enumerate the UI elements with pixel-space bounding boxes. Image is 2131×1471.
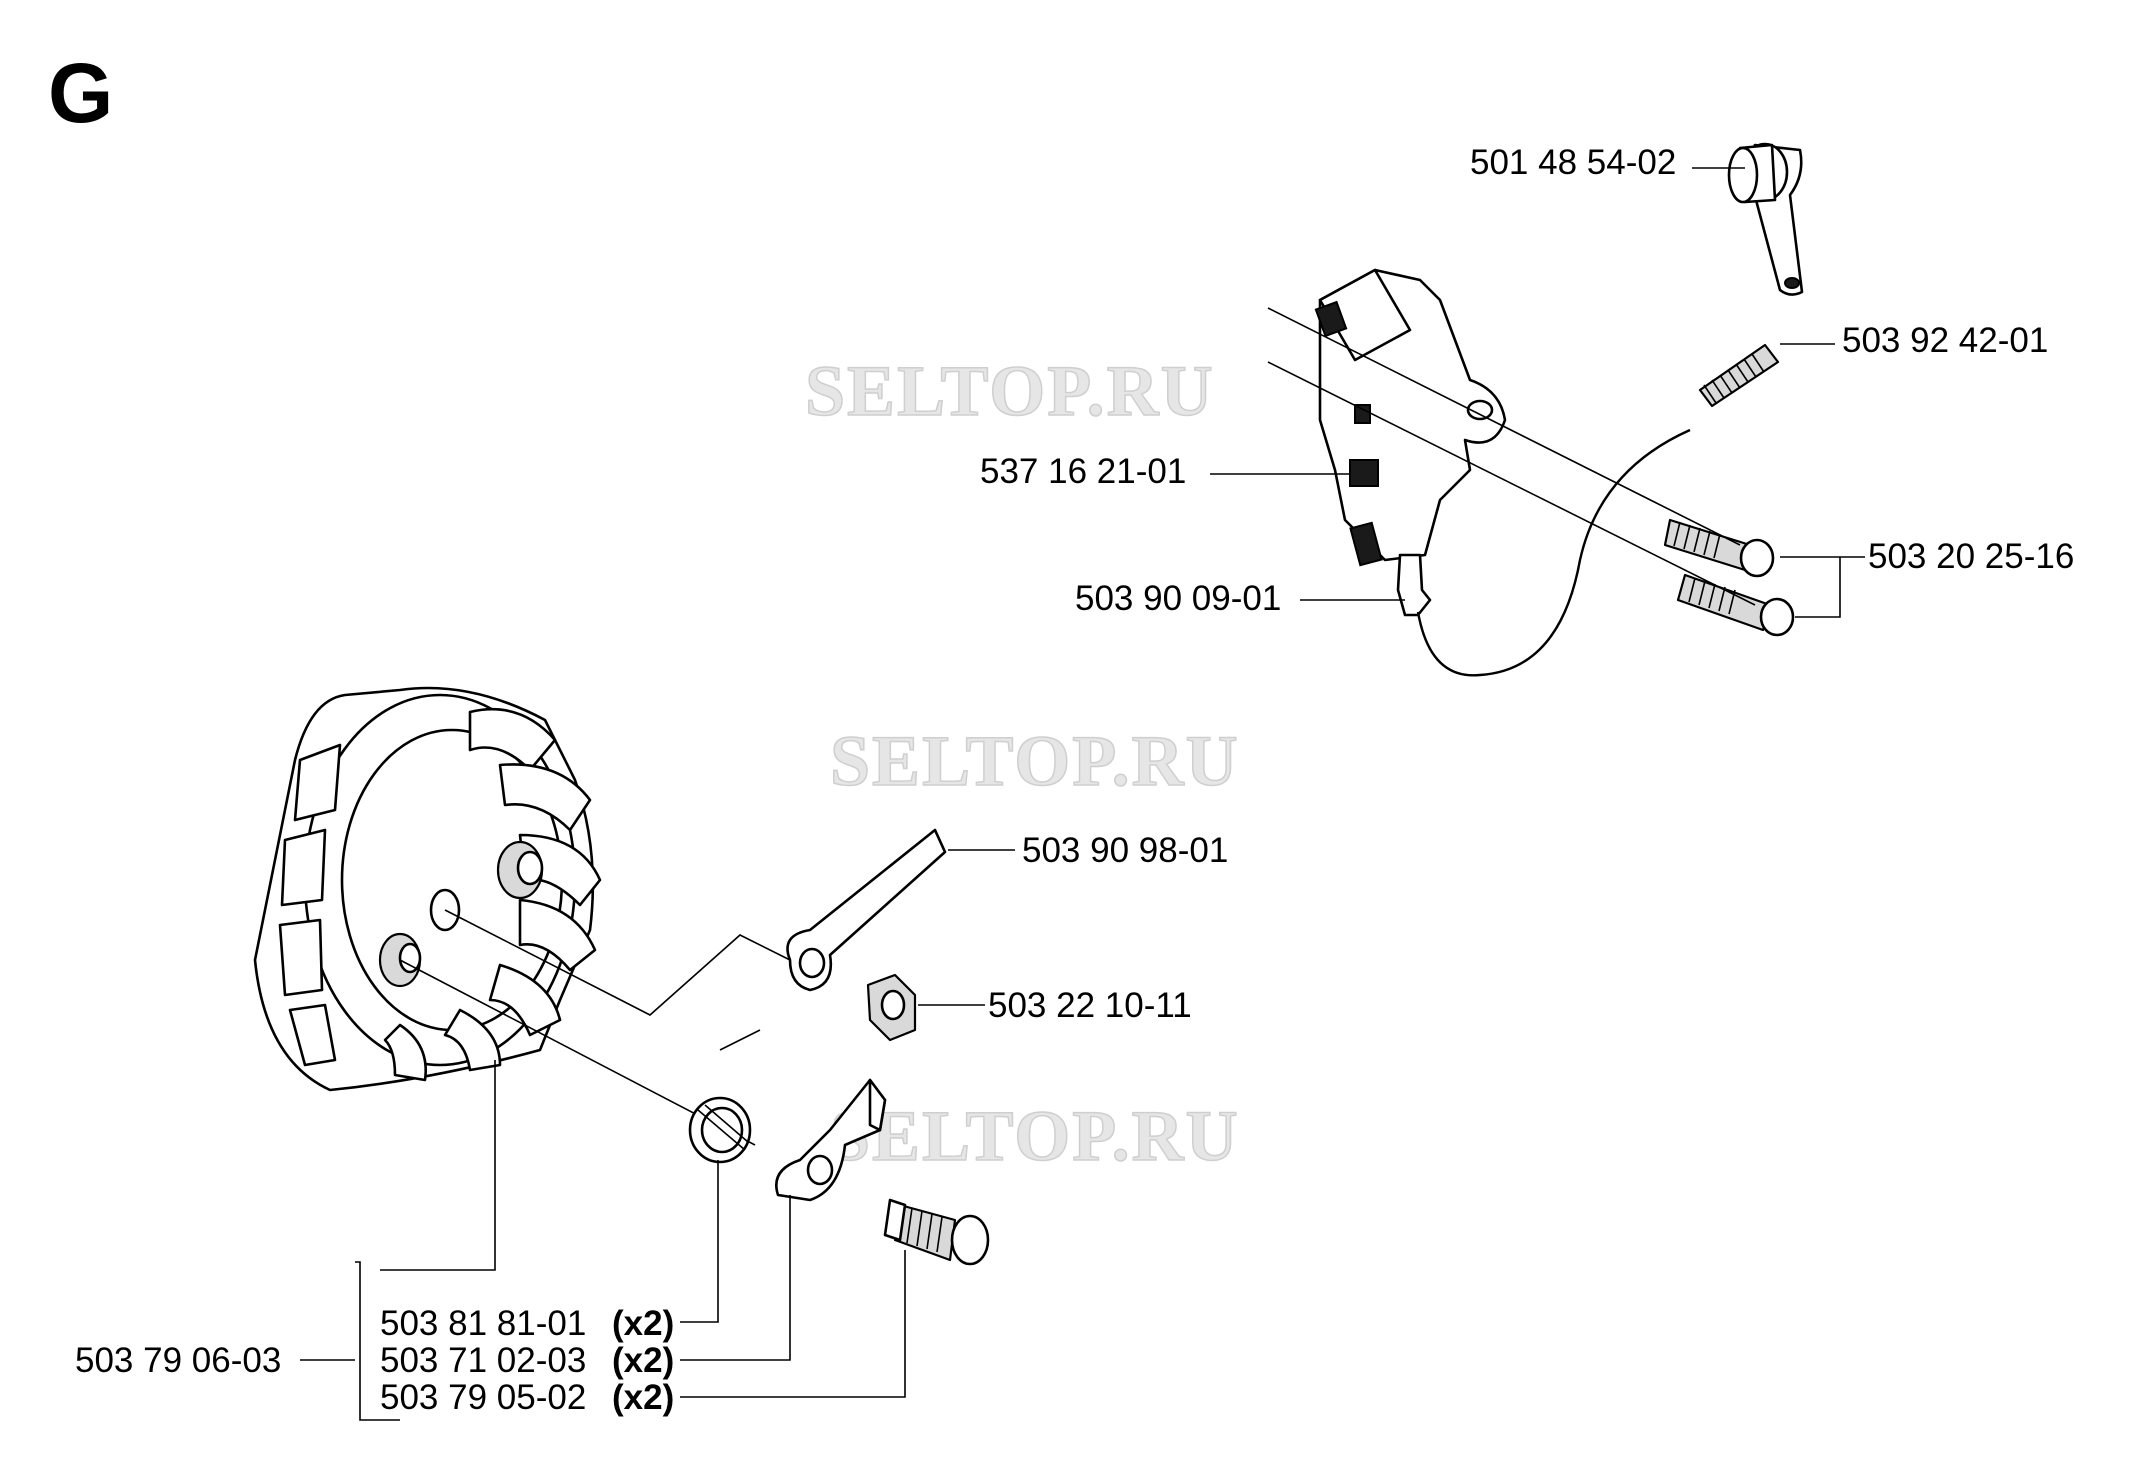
- leader-flywheel-top: [380, 1060, 496, 1271]
- label-pawl-spring: 503 90 98-01: [1022, 831, 1228, 870]
- label-terminal: 503 90 09-01: [1075, 579, 1281, 618]
- hex-nut: [866, 973, 917, 1042]
- label-nut: 503 22 10-11: [988, 986, 1192, 1025]
- qty-coil-spring: (x2): [612, 1304, 674, 1343]
- leader-screws: [1780, 556, 1865, 618]
- axis-line-c: [444, 909, 791, 1016]
- axis-line-b: [1267, 361, 1756, 606]
- label-ignition-module: 537 16 21-01: [980, 452, 1186, 491]
- flywheel: [253, 686, 602, 1092]
- pawl: [775, 1078, 887, 1202]
- label-pawl: 503 71 02-03: [380, 1341, 586, 1380]
- qty-pin: (x2): [612, 1378, 674, 1417]
- leader-pin: [680, 1250, 906, 1398]
- shoulder-pin: [883, 1198, 990, 1266]
- watermark-3: SELTOP.RU: [830, 1096, 1240, 1176]
- label-coil-spring: 503 81 81-01: [380, 1304, 586, 1343]
- label-spring: 503 92 42-01: [1842, 321, 2048, 360]
- leader-bracket: [355, 1261, 400, 1421]
- leader-coil-spring: [680, 1160, 719, 1323]
- axis-line-e: [719, 1029, 761, 1051]
- screw-2: [1676, 573, 1795, 637]
- leader-pawl: [680, 1195, 791, 1361]
- coil-spring-upper: [1698, 343, 1780, 408]
- label-flywheel: 503 79 06-03: [75, 1341, 281, 1380]
- label-cap: 501 48 54-02: [1470, 143, 1676, 182]
- coil-spring-small: [688, 1096, 752, 1164]
- section-letter: G: [48, 46, 113, 140]
- pawl-spring-lever: [786, 828, 947, 992]
- watermark-1: SELTOP.RU: [805, 351, 1215, 431]
- screw-1: [1663, 518, 1775, 578]
- label-screws: 503 20 25-16: [1868, 537, 2074, 576]
- ignition-module: [1314, 268, 1691, 677]
- qty-pawl: (x2): [612, 1341, 674, 1380]
- label-pin: 503 79 05-02: [380, 1378, 586, 1417]
- watermark-2: SELTOP.RU: [830, 721, 1240, 801]
- spark-plug-cap: [1727, 142, 1804, 296]
- axis-line-a: [1267, 307, 1741, 546]
